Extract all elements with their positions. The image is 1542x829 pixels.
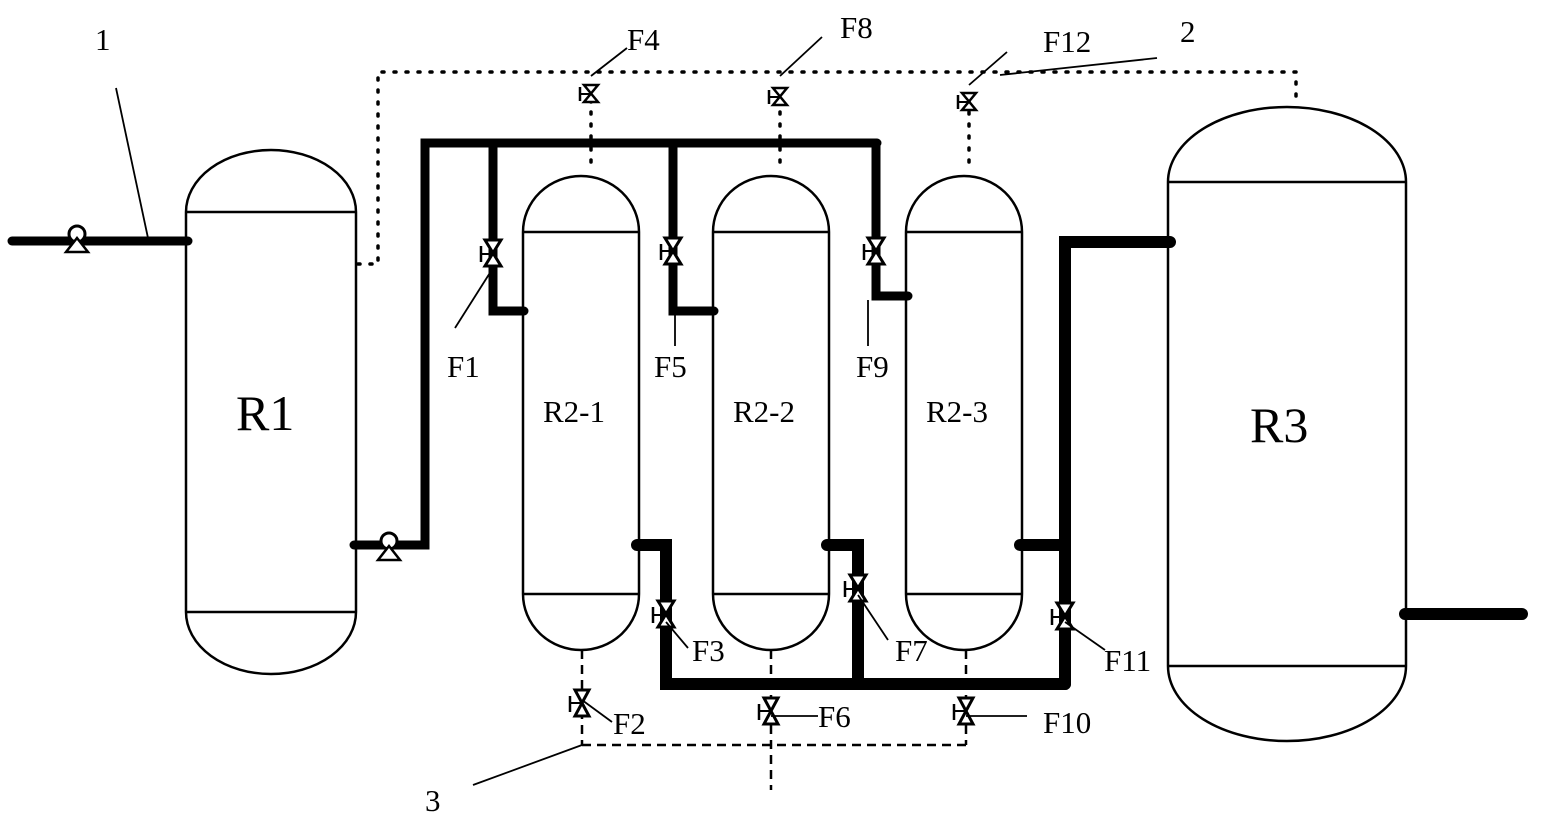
label-f9: F9 <box>856 349 889 384</box>
valve-f11[interactable] <box>1050 601 1076 631</box>
valve-f6[interactable] <box>757 696 781 726</box>
label-line-1: 1 <box>95 22 111 57</box>
label-f7: F7 <box>895 633 928 668</box>
outlet-manifold <box>631 236 1176 690</box>
label-line-3: 3 <box>425 783 441 818</box>
vessel-r2-3 <box>904 174 1024 652</box>
vessel-r3 <box>1166 105 1408 743</box>
valve-f9[interactable] <box>862 236 887 266</box>
label-f6: F6 <box>818 699 851 734</box>
label-r3: R3 <box>1250 397 1308 453</box>
valve-f7[interactable] <box>843 573 869 603</box>
valve-f3[interactable] <box>651 599 677 629</box>
valve-f1[interactable] <box>479 238 504 268</box>
valve-f10[interactable] <box>952 696 976 726</box>
label-f3: F3 <box>692 633 725 668</box>
label-f2: F2 <box>613 706 646 741</box>
label-r2-1: R2-1 <box>543 394 605 429</box>
label-r2-3: R2-3 <box>926 394 988 429</box>
valve-f2[interactable] <box>568 688 592 718</box>
vent-line <box>356 70 1298 266</box>
label-f12: F12 <box>1043 24 1091 59</box>
valve-f5[interactable] <box>659 236 684 266</box>
label-f11: F11 <box>1104 643 1151 678</box>
label-f10: F10 <box>1043 705 1091 740</box>
valve-f12[interactable] <box>956 91 979 112</box>
inlet-manifold <box>488 138 913 316</box>
label-f1: F1 <box>447 349 480 384</box>
label-f5: F5 <box>654 349 687 384</box>
label-r1: R1 <box>236 385 294 441</box>
label-line-2: 2 <box>1180 14 1196 49</box>
r1-outlet-line <box>349 138 882 562</box>
valve-f8[interactable] <box>767 86 790 107</box>
feed-line <box>7 224 193 254</box>
label-r2-2: R2-2 <box>733 394 795 429</box>
label-f8: F8 <box>840 10 873 45</box>
leader-lines <box>115 36 1158 786</box>
vessel-r2-2 <box>711 174 831 652</box>
vessel-r2-1 <box>521 174 641 652</box>
valve-f4[interactable] <box>578 83 601 104</box>
vessel-r1 <box>184 148 358 676</box>
label-f4: F4 <box>627 22 660 57</box>
